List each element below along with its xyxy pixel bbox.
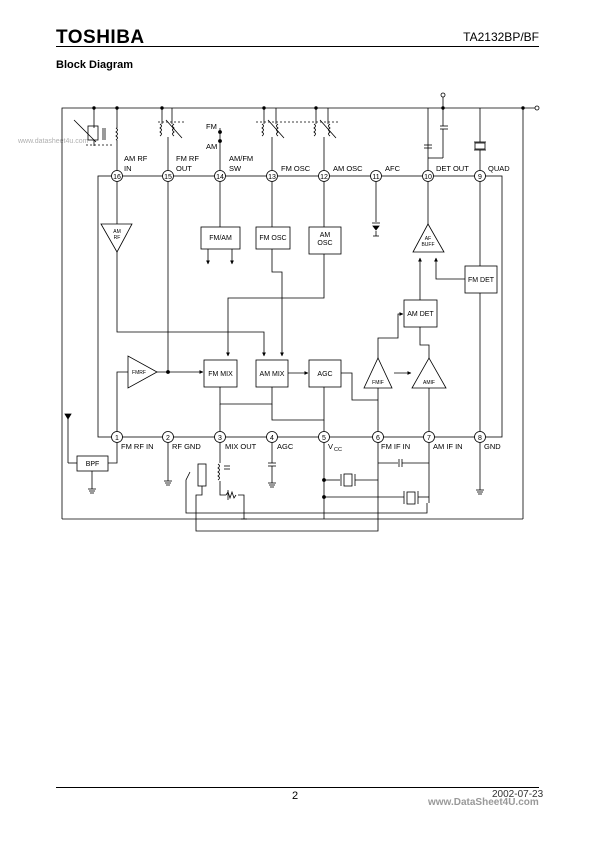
page-number: 2	[292, 790, 299, 802]
pin-number: 12	[320, 174, 328, 181]
footer-rule	[56, 787, 539, 788]
pin-number: 14	[216, 174, 224, 181]
pin-label: SW	[229, 164, 242, 173]
pin-label: FM RF IN	[121, 442, 154, 451]
switch-am-label: AM	[206, 142, 217, 151]
pin-label: RF GND	[172, 442, 201, 451]
pin-label: QUAD	[488, 164, 510, 173]
pin-number: 2	[166, 435, 170, 442]
am-osc-label: OSC	[317, 240, 332, 247]
vcc-subscript: CC	[334, 447, 342, 453]
pin-label: AFC	[385, 164, 401, 173]
fm-am-box	[200, 226, 241, 250]
pin-label: OUT	[176, 164, 192, 173]
bpf-label: BPF	[86, 461, 100, 468]
toshiba-logo: TOSHIBA	[56, 27, 145, 48]
switch-fm-label: FM	[206, 122, 217, 131]
pin-number: 15	[164, 174, 172, 181]
fm-am-label: FM/AM	[209, 235, 232, 242]
part-number: TA2132BP/BF	[463, 30, 539, 44]
am-det-box	[403, 299, 438, 328]
pin-number: 4	[270, 435, 274, 442]
bottom-external-circuit	[64, 413, 484, 532]
fm-osc-box	[255, 226, 291, 250]
am-mix-label: AM MIX	[260, 371, 285, 378]
pin-number: 13	[268, 174, 276, 181]
pin-number: 9	[478, 174, 482, 181]
revision-date: 2002-07-23	[492, 789, 544, 800]
fm-det-box	[464, 265, 498, 294]
pin-number: 5	[322, 435, 326, 442]
pin-number: 1	[115, 435, 119, 442]
fm-osc-label: FM OSC	[259, 235, 286, 242]
fm-det-label: FM DET	[468, 277, 495, 284]
internal-blocks	[100, 176, 498, 437]
am-osc-label: AM	[320, 232, 331, 239]
section-title: Block Diagram	[56, 59, 134, 71]
ic-body	[97, 175, 503, 438]
pin-number: 6	[376, 435, 380, 442]
outer-wiring	[61, 92, 540, 520]
pin-label: AM IF IN	[433, 442, 463, 451]
af-buff-amp	[412, 223, 445, 253]
am-rf-amp-label: RF	[114, 235, 121, 241]
pin-label: AM OSC	[333, 164, 363, 173]
header-rule	[56, 46, 539, 47]
bottom-pin-circles	[111, 431, 486, 443]
am-osc-box	[308, 226, 342, 255]
top-external-circuit	[73, 106, 525, 176]
af-buff-label: BUFF	[421, 242, 434, 248]
fm-mix-label: FM MIX	[208, 371, 233, 378]
pin-label: AGC	[277, 442, 294, 451]
top-pin-circles	[111, 170, 486, 182]
pin-label: GND	[484, 442, 501, 451]
pin-number: 3	[218, 435, 222, 442]
pin-label: IN	[124, 164, 132, 173]
pin-label: FM OSC	[281, 164, 311, 173]
am-rf-amp	[100, 223, 133, 253]
fm-mix-box	[203, 359, 238, 388]
pin-number: 10	[424, 174, 432, 181]
watermark-top: www.datasheet4u.com	[18, 138, 89, 145]
pin-label: AM/FM	[229, 154, 253, 163]
agc-label: AGC	[317, 371, 332, 378]
pin-label: FM RF	[176, 154, 199, 163]
pin-label: DET OUT	[436, 164, 469, 173]
agc-box	[308, 359, 342, 388]
am-det-label: AM DET	[407, 311, 434, 318]
fmif-amp-label: FMIF	[372, 380, 384, 386]
pin-number: 7	[427, 435, 431, 442]
watermark-bottom: www.DataSheet4U.com	[428, 797, 539, 808]
amif-amp-label: AMIF	[423, 380, 435, 386]
am-rf-amp-label: AM	[113, 229, 121, 235]
fmrf-amp-label: FMRF	[132, 370, 146, 376]
pin-label: FM IF IN	[381, 442, 410, 451]
bpf-box	[76, 455, 109, 472]
pin-number: 8	[478, 435, 482, 442]
pin-label: AM RF	[124, 154, 148, 163]
pin-label: V	[328, 442, 333, 451]
af-buff-label: AF	[425, 236, 431, 242]
pin-number: 11	[372, 174, 379, 181]
pin-label: MIX OUT	[225, 442, 257, 451]
pin-number: 16	[113, 174, 121, 181]
